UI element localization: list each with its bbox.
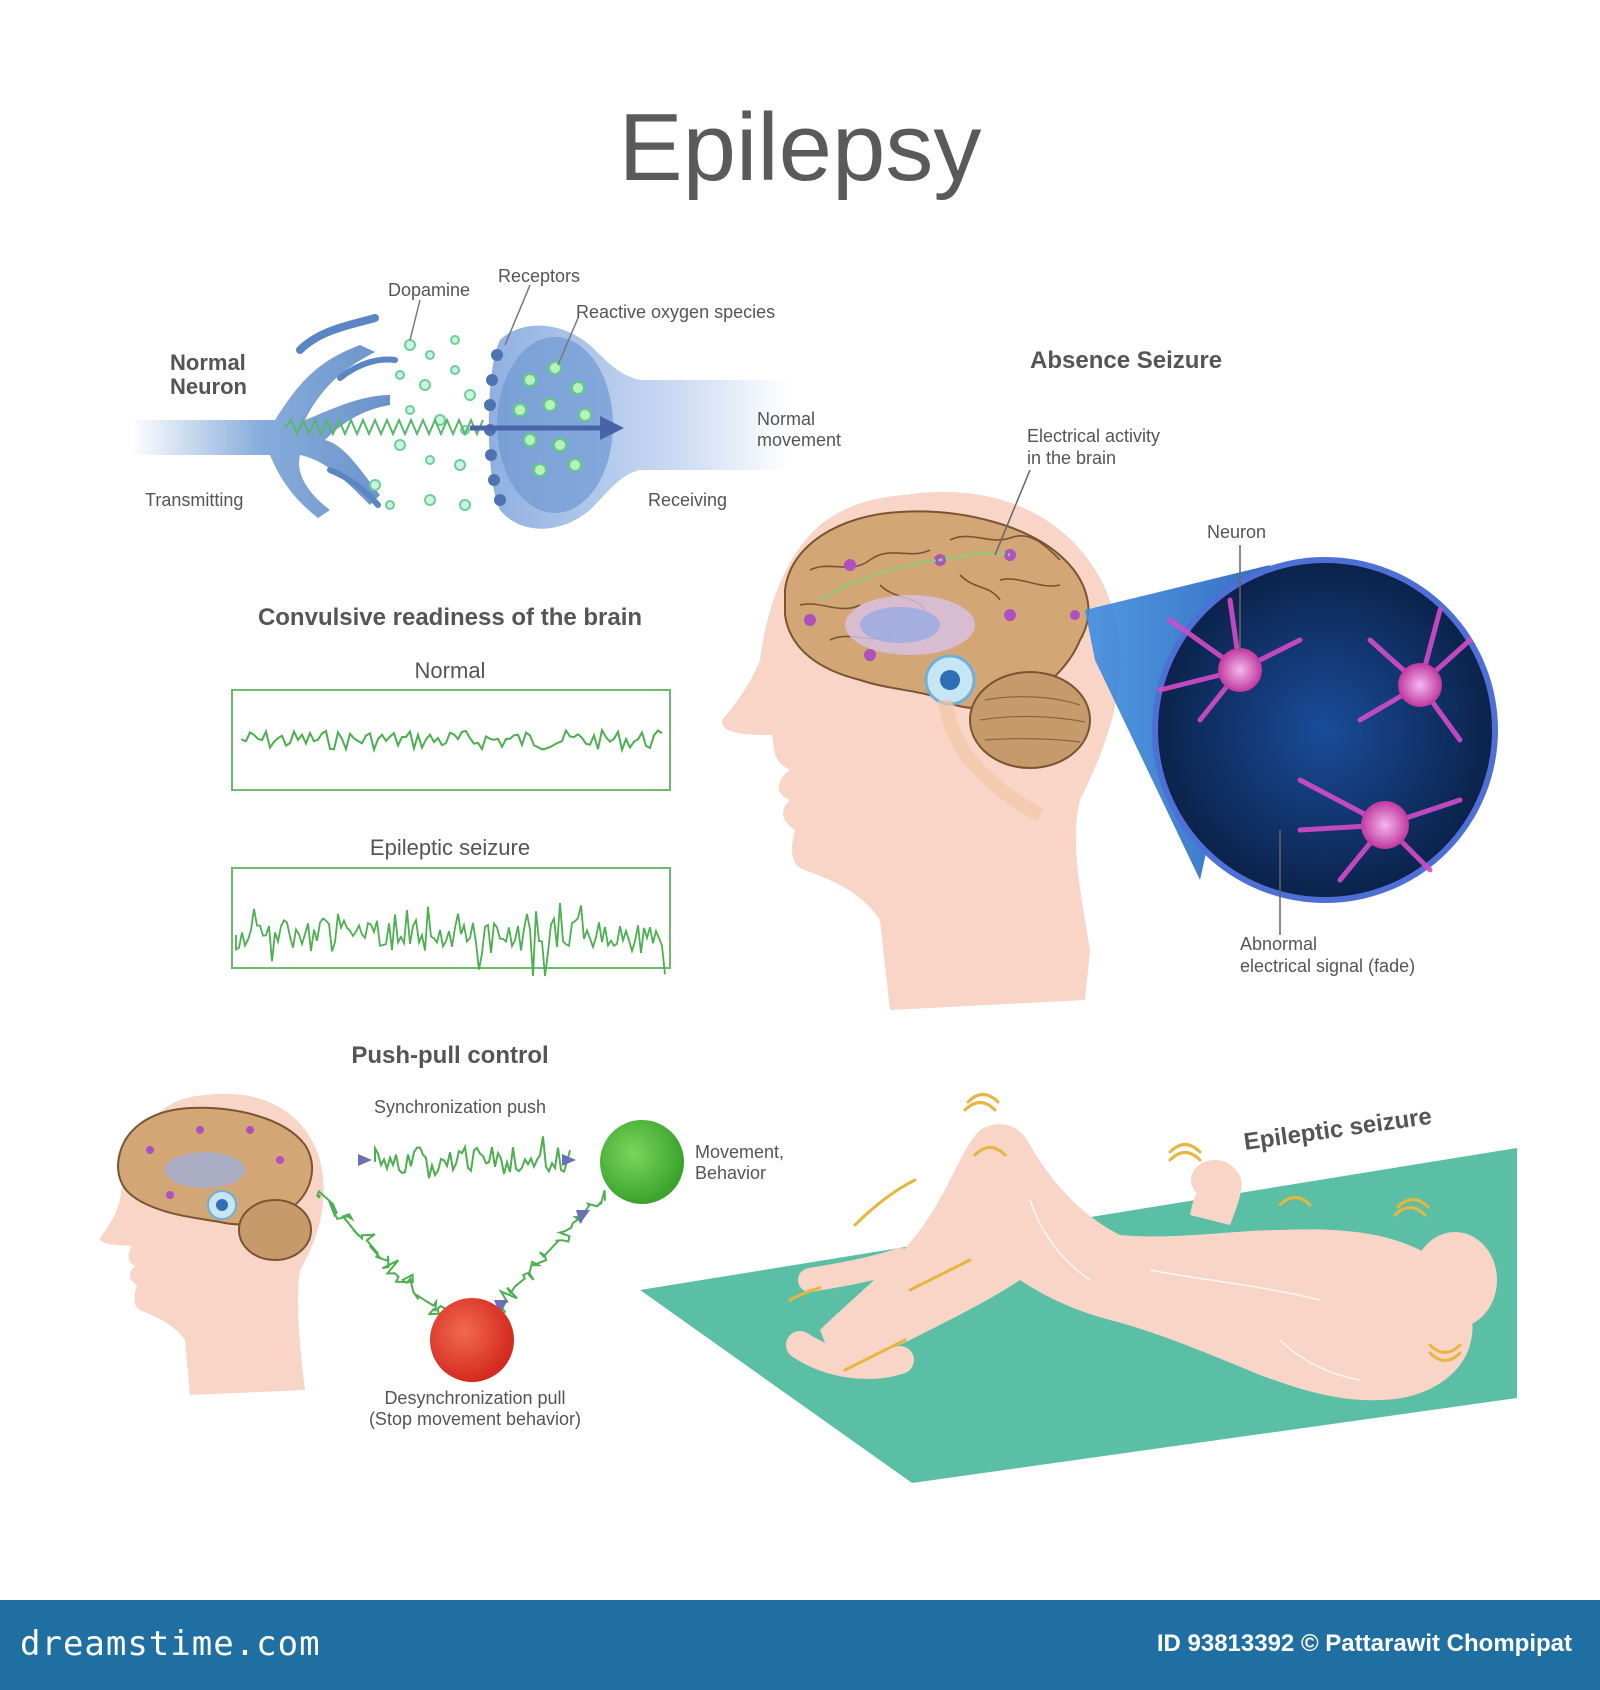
seizure-eeg-trace: [235, 902, 666, 977]
label-electrical-activity: Electrical activity: [1027, 426, 1160, 446]
absence-seizure-diagram: Absence Seizure: [721, 347, 1498, 1010]
seizure-trace-label: Epileptic seizure: [370, 835, 530, 860]
normal-neuron-heading: Normal: [170, 350, 246, 375]
dreamstime-logo[interactable]: dreamstime.com: [20, 1624, 321, 1664]
footer-bar: dreamstime.com ID 93813392 © Pattarawit …: [0, 1600, 1600, 1690]
neuron-zoom-circle: [1152, 557, 1498, 903]
movement-behavior-ball: [600, 1120, 684, 1204]
seizing-person: [820, 1124, 1473, 1401]
desync-pull-ball: [430, 1298, 514, 1382]
transmitting-axon: [130, 345, 390, 518]
normal-trace-label: Normal: [415, 658, 486, 683]
label-desync-pull-2: (Stop movement behavior): [369, 1409, 581, 1429]
push-pull-control-diagram: Push-pull control Synchronization push M…: [100, 1042, 784, 1429]
label-electrical-activity-2: in the brain: [1027, 448, 1116, 468]
label-normal-movement-2: movement: [757, 430, 841, 450]
label-movement-behavior: Movement,: [695, 1142, 784, 1162]
cerebellum: [969, 671, 1091, 769]
page-title: Epilepsy: [619, 94, 982, 201]
label-receptors: Receptors: [498, 266, 580, 286]
label-dopamine: Dopamine: [388, 280, 470, 300]
normal-neuron-heading-2: Neuron: [170, 374, 247, 399]
shake-marks: [788, 1093, 1462, 1372]
dopamine-particles: [369, 335, 476, 511]
seizure-trace-box: [231, 867, 671, 969]
return-wave: [495, 1190, 606, 1314]
label-neuron: Neuron: [1207, 522, 1266, 542]
label-abnormal-signal: Abnormal: [1240, 934, 1317, 954]
label-receiving: Receiving: [648, 490, 727, 510]
epileptic-seizure-scene: Epileptic seizure: [640, 1093, 1517, 1483]
image-credit: ID 93813392 © Pattarawit Chompipat: [1156, 1630, 1572, 1657]
label-sync-push: Synchronization push: [374, 1097, 546, 1117]
reactive-oxygen-species: [513, 361, 592, 477]
arrow-head-icon: [600, 416, 624, 440]
label-abnormal-signal-2: electrical signal (fade): [1240, 956, 1415, 976]
sync-push-wave: [374, 1136, 571, 1179]
epileptic-seizure-heading: Epileptic seizure: [1242, 1103, 1433, 1156]
desync-pull-wave: [316, 1189, 451, 1316]
normal-eeg-trace: [241, 727, 663, 754]
signal-wave: [284, 417, 484, 437]
label-transmitting: Transmitting: [145, 490, 243, 510]
receptor-bumps: [484, 349, 506, 506]
flow-arrow-icons: [358, 1154, 590, 1314]
label-reactive-oxygen: Reactive oxygen species: [576, 302, 775, 322]
label-normal-movement: Normal: [757, 409, 815, 429]
normal-neuron-diagram: Normal Neuron Dopamine Receptors Reactiv…: [130, 266, 841, 529]
label-desync-pull: Desynchronization pull: [384, 1388, 565, 1408]
convulsive-heading: Convulsive readiness of the brain: [258, 604, 642, 631]
convulsive-readiness-panel: Convulsive readiness of the brain Normal…: [231, 604, 671, 977]
label-movement-behavior-2: Behavior: [695, 1163, 766, 1183]
pushpull-heading: Push-pull control: [351, 1042, 548, 1069]
brain-activity-spots: [804, 549, 1080, 661]
absence-heading: Absence Seizure: [1030, 347, 1222, 374]
